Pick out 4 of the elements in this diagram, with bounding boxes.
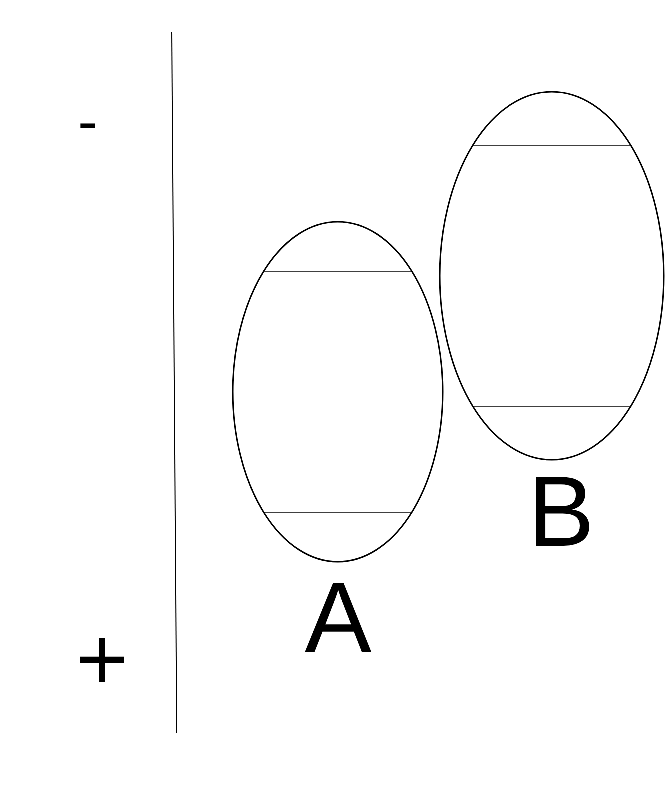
sign-label: - [78,92,98,152]
oval-label: A [305,568,372,668]
sign-label: + [76,615,129,705]
oval-label: B [528,462,595,562]
